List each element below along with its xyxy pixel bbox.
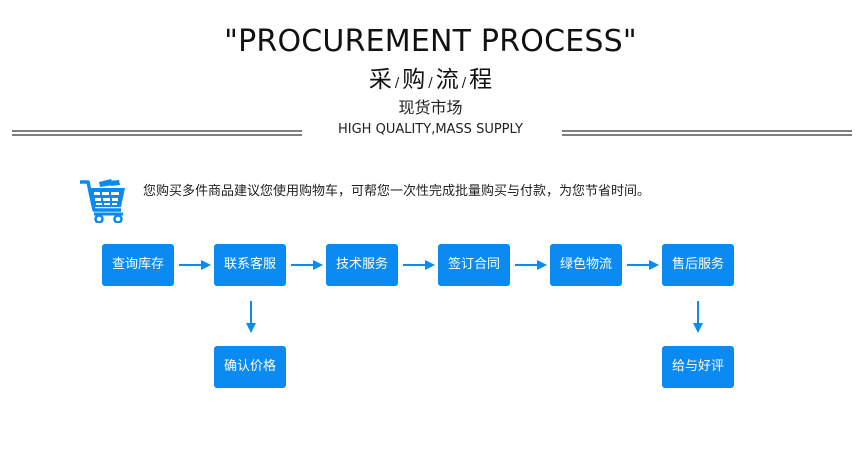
divider-right [562,130,852,136]
arrow-down-icon [246,301,256,333]
page-title-cn: 采/购/流/程 [0,65,861,99]
title-separator: / [394,76,400,91]
step-sign-contract[interactable]: 签订合同 [438,244,510,286]
step-confirm-price[interactable]: 确认价格 [214,346,286,388]
step-after-sales[interactable]: 售后服务 [662,244,734,286]
page-subtitle: 现货市场 [398,98,463,117]
arrow-right-icon [179,260,211,270]
title-cn-char: 购 [402,67,426,93]
arrow-right-icon [291,260,323,270]
cart-notice-text: 您购买多件商品建议您使用购物车，可帮您一次性完成批量购买与付款，为您节省时间。 [143,184,651,199]
shopping-cart-icon [80,179,125,223]
title-separator: / [428,76,433,91]
page-title-en: "PROCUREMENT PROCESS" [224,24,637,59]
step-technical-service[interactable]: 技术服务 [326,244,398,286]
arrow-right-icon [403,260,435,270]
title-cn-char: 流 [435,67,459,93]
step-contact-support[interactable]: 联系客服 [214,244,286,286]
step-green-logistics[interactable]: 绿色物流 [550,244,622,286]
title-cn-char: 程 [469,67,493,93]
arrow-right-icon [515,260,547,270]
step-give-review[interactable]: 给与好评 [662,346,734,388]
title-cn-char: 采 [368,67,392,93]
arrow-down-icon [693,301,703,333]
step-check-inventory[interactable]: 查询库存 [102,244,174,286]
arrow-right-icon [627,260,659,270]
tagline: HIGH QUALITY,MASS SUPPLY [338,122,523,137]
title-separator: / [461,76,467,91]
divider-left [12,130,302,136]
